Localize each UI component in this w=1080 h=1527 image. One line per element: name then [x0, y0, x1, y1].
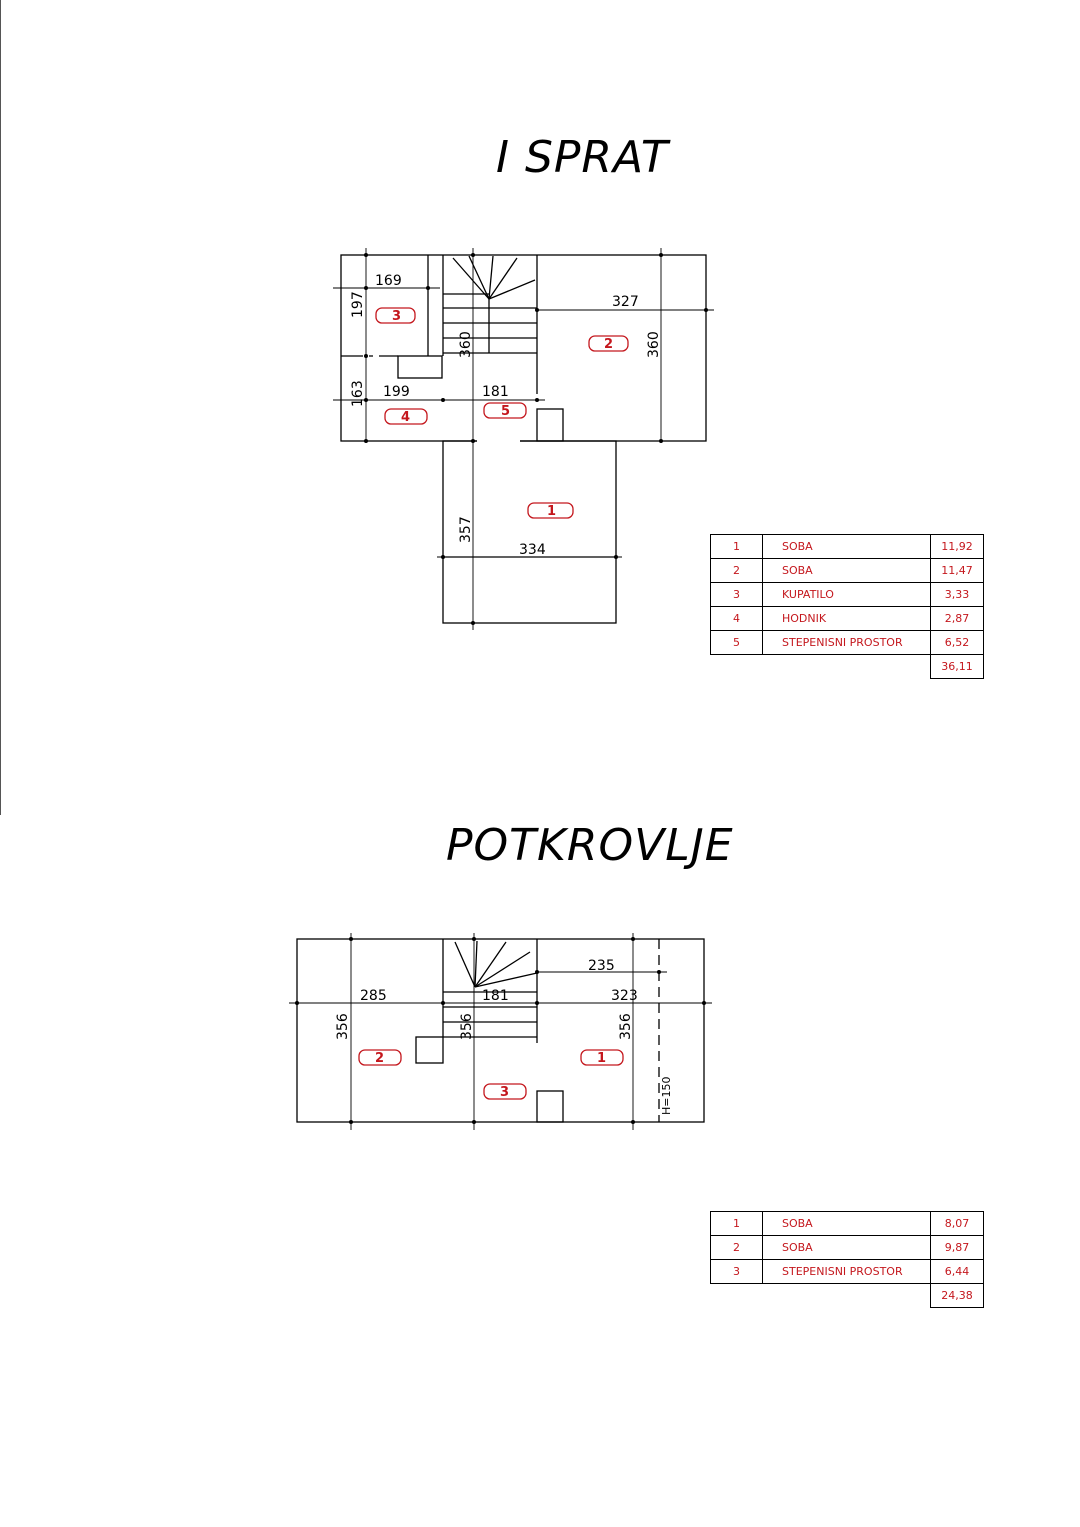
- table-row: 4 HODNIK 2,87: [710, 606, 984, 631]
- dim-327: 327: [612, 294, 639, 310]
- dim-181: 181: [482, 384, 509, 400]
- table-row: 2 SOBA 9,87: [710, 1235, 984, 1260]
- room-number: 5: [710, 630, 763, 655]
- height-note: H=150: [660, 1077, 673, 1115]
- first-floor-dimension-ticks: [364, 253, 708, 625]
- dim-323: 323: [611, 988, 638, 1004]
- attic-dimension-ticks: [295, 937, 706, 1124]
- attic-dimension-lines: [289, 933, 712, 1130]
- attic-room-tag-3: 3: [500, 1085, 509, 1100]
- dim-360-stair: 360: [458, 331, 474, 358]
- total-row: 24,38: [711, 1283, 984, 1308]
- table-row: 3 STEPENISNI PROSTOR 6,44: [710, 1259, 984, 1284]
- table-row: 2 SOBA 11,47: [710, 558, 984, 583]
- room-area: 3,33: [930, 582, 984, 607]
- room-number: 4: [710, 606, 763, 631]
- room-name: STEPENISNI PROSTOR: [762, 1259, 931, 1284]
- dim-356-stair: 356: [459, 1013, 475, 1040]
- room-area: 11,92: [930, 534, 984, 559]
- dim-357: 357: [458, 516, 474, 543]
- attic-area-table: 1 SOBA 8,07 2 SOBA 9,87 3 STEPENISNI PRO…: [710, 1211, 984, 1308]
- table-row: 1 SOBA 11,92: [710, 534, 984, 559]
- dim-356-right: 356: [618, 1013, 634, 1040]
- room-area: 8,07: [930, 1211, 984, 1236]
- room-number: 2: [710, 1235, 763, 1260]
- dim-356-left: 356: [335, 1013, 351, 1040]
- first-floor-title: I SPRAT: [496, 132, 669, 183]
- room-number: 1: [710, 534, 763, 559]
- first-floor-dimension-lines: [333, 248, 714, 630]
- room-area: 9,87: [930, 1235, 984, 1260]
- room-area: 11,47: [930, 558, 984, 583]
- room-number: 3: [710, 1259, 763, 1284]
- room-name: HODNIK: [762, 606, 931, 631]
- room-area: 2,87: [930, 606, 984, 631]
- first-floor-plan: [340, 254, 707, 624]
- total-area: 24,38: [930, 1283, 984, 1308]
- attic-room-tags: 2 1 3: [358, 1049, 624, 1100]
- attic-room-tag-1: 1: [597, 1051, 606, 1066]
- room-name: SOBA: [762, 1235, 931, 1260]
- room-number: 2: [710, 558, 763, 583]
- room-tag-5: 5: [501, 404, 510, 419]
- dim-169: 169: [375, 273, 402, 289]
- room-tag-2: 2: [604, 337, 613, 352]
- table-row: 1 SOBA 8,07: [710, 1211, 984, 1236]
- room-name: SOBA: [762, 1211, 931, 1236]
- dim-360-room2: 360: [646, 331, 662, 358]
- dim-334: 334: [519, 542, 546, 558]
- attic-plan: [296, 938, 705, 1123]
- first-floor-room-tags: 3 2 4 5 1: [375, 307, 629, 519]
- total-area: 36,11: [930, 654, 984, 679]
- attic-title: POTKROVLJE: [446, 820, 734, 871]
- page-edge-line: [0, 0, 1, 815]
- dim-199: 199: [383, 384, 410, 400]
- room-name: KUPATILO: [762, 582, 931, 607]
- room-tag-3: 3: [392, 309, 401, 324]
- room-name: SOBA: [762, 558, 931, 583]
- dim-235: 235: [588, 958, 615, 974]
- room-name: STEPENISNI PROSTOR: [762, 630, 931, 655]
- first-floor-area-table: 1 SOBA 11,92 2 SOBA 11,47 3 KUPATILO 3,3…: [710, 534, 984, 679]
- dim-197: 197: [350, 291, 366, 318]
- dim-163: 163: [350, 380, 366, 407]
- room-tag-1: 1: [547, 504, 556, 519]
- room-name: SOBA: [762, 534, 931, 559]
- room-number: 3: [710, 582, 763, 607]
- total-row: 36,11: [711, 654, 984, 679]
- attic-room-tag-2: 2: [375, 1051, 384, 1066]
- dim-285: 285: [360, 988, 387, 1004]
- room-area: 6,52: [930, 630, 984, 655]
- room-tag-4: 4: [401, 410, 410, 425]
- table-row: 5 STEPENISNI PROSTOR 6,52: [710, 630, 984, 655]
- room-number: 1: [710, 1211, 763, 1236]
- table-row: 3 KUPATILO 3,33: [710, 582, 984, 607]
- room-area: 6,44: [930, 1259, 984, 1284]
- dim-181-attic: 181: [482, 988, 509, 1004]
